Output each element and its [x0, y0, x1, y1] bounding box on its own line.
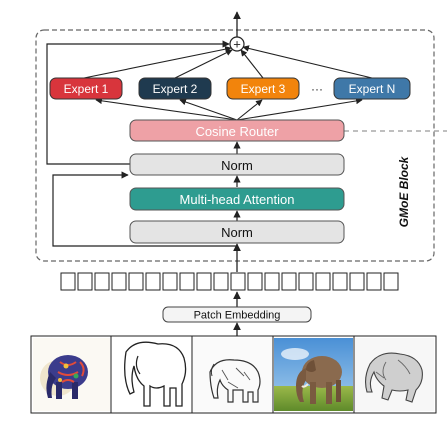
experts-ellipsis: ···: [311, 82, 323, 96]
router-to-expert3-line: [236, 99, 263, 121]
norm-top-box: Norm: [129, 153, 345, 176]
multi-head-attention-label: Multi-head Attention: [180, 192, 295, 207]
expert-1-label: Expert 1: [64, 82, 109, 96]
elephant-photo-image: [274, 338, 353, 411]
patch-token: [179, 272, 195, 291]
gmoe-block-title: GMoE Block: [397, 155, 411, 227]
patch-token: [332, 272, 348, 291]
patch-token: [213, 272, 229, 291]
expertn-to-sum-line: [242, 45, 373, 79]
expert-2-box: Expert 2: [138, 77, 212, 100]
patch-token: [315, 272, 331, 291]
plus-symbol: +: [233, 37, 241, 52]
router-to-expert1-line: [95, 97, 238, 121]
expert-2-label: Expert 2: [153, 82, 198, 96]
gmoe-block-frame: [35, 29, 435, 262]
expert3-to-sum-line: [240, 49, 264, 79]
expert-1-box: Expert 1: [49, 77, 123, 100]
patch-token: [383, 272, 399, 291]
patch-token: [111, 272, 127, 291]
cosine-router-label: Cosine Router: [195, 124, 279, 139]
patch-embedding-box: Patch Embedding: [162, 306, 312, 323]
cosine-router-box: Cosine Router: [129, 119, 345, 142]
expert-3-box: Expert 3: [226, 77, 300, 100]
expert-n-box: Expert N: [333, 77, 411, 100]
router-to-expertn-line: [236, 97, 363, 121]
patch-token: [145, 272, 161, 291]
router-to-expert2-line: [179, 98, 238, 121]
elephant-painting-image: [33, 338, 110, 411]
patch-token: [281, 272, 297, 291]
patch-token: [196, 272, 212, 291]
patch-token: [366, 272, 382, 291]
patch-token: [162, 272, 178, 291]
patch-token: [128, 272, 144, 291]
patch-embedding-label: Patch Embedding: [194, 310, 281, 322]
patch-token-row: [60, 272, 399, 291]
patch-token: [77, 272, 93, 291]
norm-bottom-label: Norm: [221, 225, 253, 240]
patch-token: [94, 272, 110, 291]
patch-token: [247, 272, 263, 291]
sum-node: +: [229, 36, 245, 52]
expert2-to-sum-line: [174, 49, 233, 79]
patch-token: [60, 272, 76, 291]
norm-top-label: Norm: [221, 158, 253, 173]
multi-head-attention-box: Multi-head Attention: [129, 187, 345, 211]
expert-3-label: Expert 3: [241, 82, 286, 96]
elephant-sketch-image: [193, 338, 272, 411]
elephant-pencil-image: [355, 338, 434, 411]
residual-bottom-line: [52, 171, 237, 247]
norm-bottom-box: Norm: [129, 220, 345, 244]
patch-token: [298, 272, 314, 291]
expert-n-label: Expert N: [349, 82, 396, 96]
patch-token: [349, 272, 365, 291]
input-images-strip: [30, 335, 437, 414]
patch-token: [230, 272, 246, 291]
patch-token: [264, 272, 280, 291]
residual-top-line: [46, 40, 230, 165]
expert1-to-sum-line: [83, 45, 232, 79]
elephant-outline-image: [112, 338, 191, 411]
